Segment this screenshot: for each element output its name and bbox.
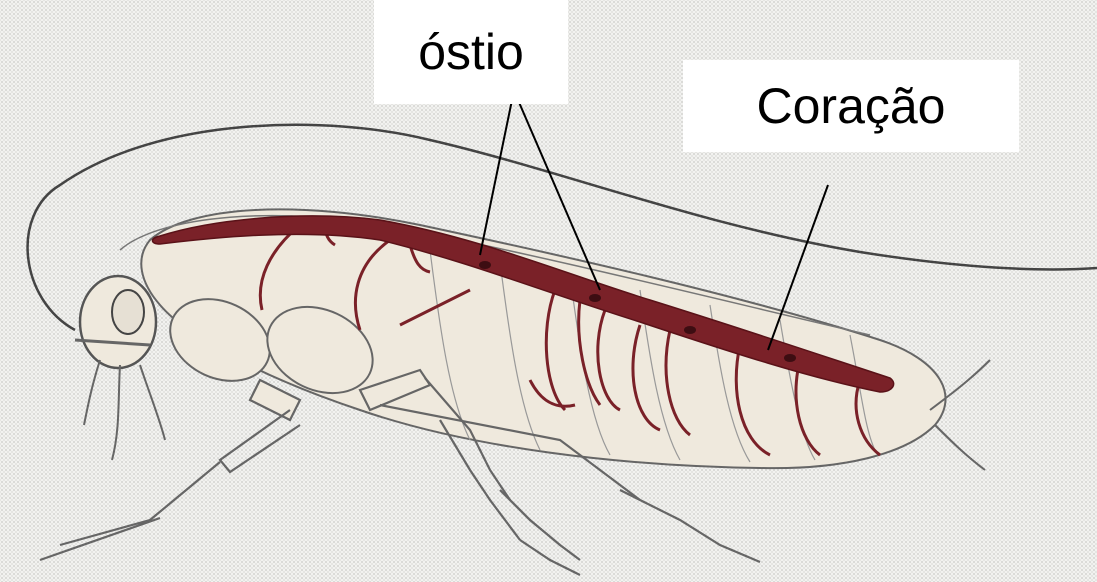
leader-ostio-1 [480, 100, 512, 255]
ostio-label: óstio [418, 23, 524, 81]
coracao-label: Coração [757, 77, 946, 135]
coracao-label-box: Coração [683, 60, 1019, 152]
eye [112, 290, 144, 334]
mouthparts [84, 360, 165, 460]
ostio-label-box: óstio [374, 0, 568, 104]
